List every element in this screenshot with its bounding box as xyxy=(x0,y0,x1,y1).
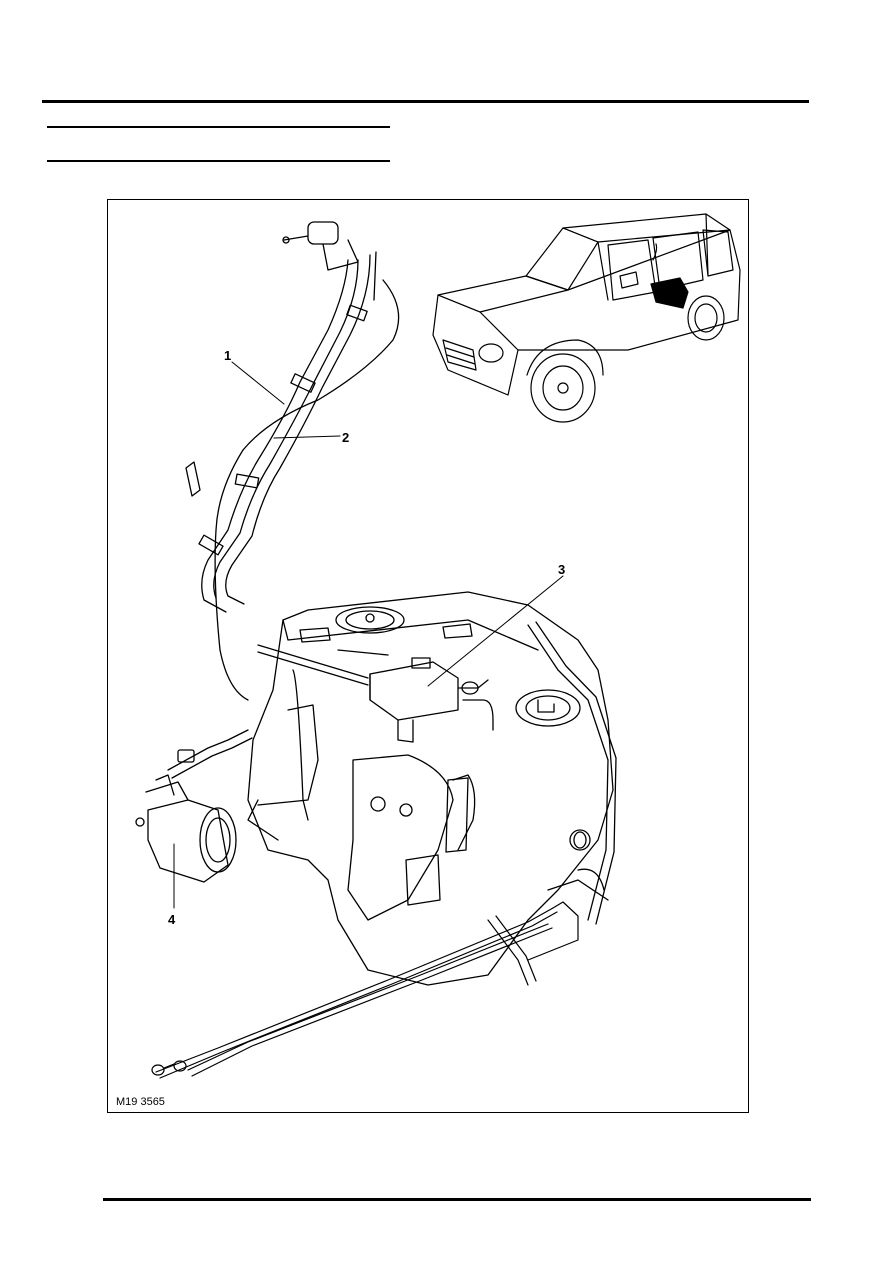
charcoal-canister xyxy=(135,729,253,883)
line-drawing: 1 2 3 4 xyxy=(135,213,741,1079)
footer-rule xyxy=(103,1198,811,1201)
figure-reference: M19 3565 xyxy=(116,1096,165,1108)
fuel-lines xyxy=(151,901,579,1079)
callout-3: 3 xyxy=(558,562,565,577)
evap-valve-assembly xyxy=(257,644,494,743)
section-rule-lower xyxy=(47,160,390,162)
header-rule xyxy=(42,100,809,103)
fuel-system-illustration: 1 2 3 4 M19 3565 xyxy=(107,199,749,1113)
callout-4: 4 xyxy=(168,912,176,927)
section-rule-upper xyxy=(47,126,390,128)
fuel-tank xyxy=(247,591,617,986)
callout-1: 1 xyxy=(224,348,231,363)
filler-pipes xyxy=(185,221,400,701)
callout-leaders xyxy=(173,361,564,909)
callout-2: 2 xyxy=(342,430,349,445)
vehicle-locator-drawing xyxy=(432,213,741,423)
